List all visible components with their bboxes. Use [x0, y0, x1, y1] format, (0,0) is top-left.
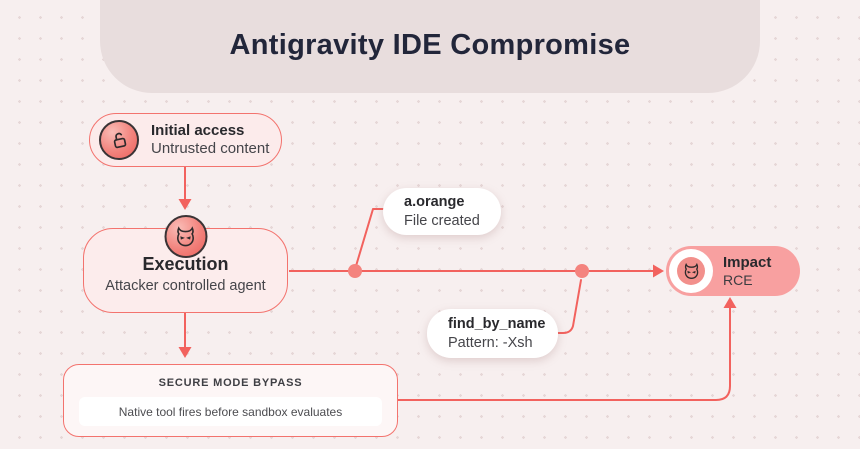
- lock-open-icon: [99, 120, 139, 160]
- callout-file-created: a.orange File created: [383, 188, 501, 235]
- node-initial-access-subtitle: Untrusted content: [151, 140, 270, 157]
- arrowhead-up: [723, 297, 737, 308]
- callout-find-by-name-title: find_by_name: [448, 316, 546, 333]
- arrowhead-right: [653, 264, 664, 278]
- callout-file-created-title: a.orange: [404, 194, 465, 211]
- header-band: Antigravity IDE Compromise: [100, 0, 760, 93]
- impact-icon-ring: [669, 249, 713, 293]
- node-secure-mode-bypass: SECURE MODE BYPASS Native tool fires bef…: [63, 364, 398, 437]
- callout-find-by-name: find_by_name Pattern: -Xsh: [427, 309, 558, 358]
- bypass-title: SECURE MODE BYPASS: [158, 377, 303, 389]
- connector-find-by-name: [554, 279, 582, 334]
- node-impact-title: Impact: [723, 253, 772, 271]
- connector-file-created: [355, 208, 387, 267]
- arrow-bypass-to-impact: [398, 306, 731, 401]
- node-impact-subtitle: RCE: [723, 271, 753, 288]
- arrowhead-down-2: [178, 347, 192, 358]
- node-initial-access-title: Initial access: [151, 121, 245, 139]
- junction-dot-2: [575, 264, 589, 278]
- arrowhead-down-1: [178, 199, 192, 210]
- callout-find-by-name-subtitle: Pattern: -Xsh: [448, 334, 533, 351]
- node-execution-title: Execution: [142, 254, 229, 274]
- node-initial-access: Initial access Untrusted content: [89, 113, 282, 167]
- node-execution-subtitle: Attacker controlled agent: [105, 278, 266, 294]
- callout-file-created-subtitle: File created: [404, 212, 480, 229]
- devil-icon: [164, 215, 207, 258]
- junction-dot-1: [348, 264, 362, 278]
- node-impact: Impact RCE: [666, 246, 800, 296]
- node-execution: Execution Attacker controlled agent: [83, 215, 288, 313]
- devil-icon: [677, 257, 705, 285]
- page-title: Antigravity IDE Compromise: [229, 29, 631, 61]
- bypass-detail: Native tool fires before sandbox evaluat…: [79, 397, 382, 426]
